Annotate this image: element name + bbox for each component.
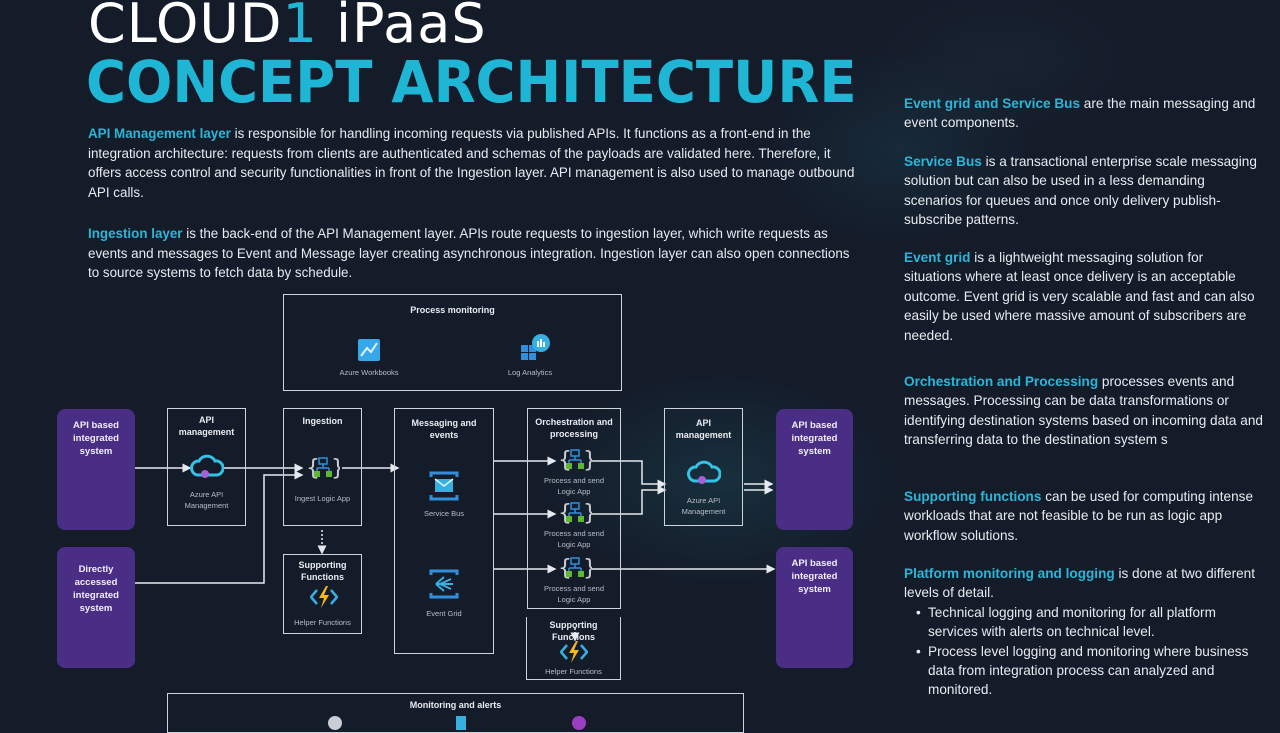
monitoring-bullets: Technical logging and monitoring for all… [904,603,1264,700]
source-api-system: API based integrated system [57,409,135,530]
ingestion-box: Ingestion { } Ingest Logic App [283,408,362,526]
azure-api-management-out-label: Azure API Management [681,496,726,516]
api-management-out-box: API management Azure API Management [664,408,743,526]
logic-app-icon: {} [558,501,592,526]
process-send-logic-app-label: Process and send Logic App [543,476,605,496]
svg-text:}: } [331,456,340,481]
azure-api-management-icon [687,460,721,484]
api-management-in-box: API management Azure API Management [167,408,246,526]
process-send-logic-app-label: Process and send Logic App [543,584,605,604]
supporting-functions-left-title: Supporting Functions [298,560,347,582]
azure-functions-icon [560,641,588,663]
orchestration-box: Orchestration and processing [527,408,621,609]
ingest-logic-app-label: Ingest Logic App [294,494,351,503]
monitoring-bullet: Process level logging and monitoring whe… [916,642,1264,700]
monitoring-alerts-title: Monitoring and alerts [409,700,502,710]
app-insights-icon [456,716,466,730]
supporting-functions-note: Supporting functions can be used for com… [904,489,1254,543]
supporting-functions-right-title: Supporting Functions [549,620,598,642]
logic-app-icon: { } [306,456,340,481]
arrow-orch1-to-apim [592,460,667,489]
svg-text:}: } [583,448,592,473]
azure-workbooks-icon [358,339,380,361]
logic-app-icon: {} [558,448,592,473]
logic-app-icon: {} [558,556,592,581]
service-bus-note: Service Bus is a transactional enterpris… [904,154,1257,228]
process-monitoring-box: Process monitoring Azure Workbooks Log A… [283,294,622,391]
orchestration-title: Orchestration and processing [535,417,613,439]
azure-workbooks-label: Azure Workbooks [339,368,399,377]
brand-number: 1 [282,0,318,55]
messaging-events-title: Messaging and events [411,418,477,440]
monitor-icon [328,716,342,730]
alerts-icon [572,716,586,730]
event-grid-note: Event grid is a lightweight messaging so… [904,250,1255,343]
log-analytics-icon [521,334,550,360]
ingestion-title: Ingestion [302,416,343,426]
azure-api-management-label: Azure API Management [184,490,229,510]
svg-text:}: } [583,501,592,526]
source-direct-system: Directly accessed integrated system [57,547,135,668]
log-analytics-label: Log Analytics [507,368,553,377]
process-send-logic-app-label: Process and send Logic App [543,529,605,549]
page-title: CONCEPT ARCHITECTURE [86,48,857,116]
supporting-functions-left-box: Supporting Functions Helper Functions [283,554,362,634]
svg-text:}: } [583,556,592,581]
orchestration-note: Orchestration and Processing processes e… [904,374,1263,448]
service-bus-label: Service Bus [423,509,465,518]
event-grid-label: Event Grid [426,609,462,618]
target-api-system-1: API based integrated system [776,409,853,530]
api-management-description: API Management layer is responsible for … [88,126,855,200]
monitoring-alerts-box: Monitoring and alerts [167,693,744,733]
target-api-system-2: API based integrated system [776,547,853,668]
process-monitoring-title: Process monitoring [410,305,495,315]
messaging-events-box: Messaging and events Service Bus Event G… [394,408,494,654]
monitoring-bullet: Technical logging and monitoring for all… [916,603,1264,642]
event-grid-service-bus-note: Event grid and Service Bus are the main … [904,96,1256,131]
event-grid-icon [429,569,459,599]
azure-functions-icon [310,586,338,608]
helper-functions-right-label: Helper Functions [545,667,602,676]
ingestion-description: Ingestion layer is the back-end of the A… [88,226,850,280]
brand-title: CLOUD1 iPaaS [88,0,487,54]
api-management-in-title: API management [178,415,235,437]
helper-functions-left-label: Helper Functions [294,618,351,627]
service-bus-icon [429,471,459,501]
api-management-out-title: API management [675,418,732,440]
supporting-functions-right-box: Supporting Functions Helper Functions [526,617,621,680]
azure-api-management-icon [190,454,224,478]
monitoring-note: Platform monitoring and logging is done … [904,564,1264,700]
arrow-orch2-to-apim [592,485,667,515]
